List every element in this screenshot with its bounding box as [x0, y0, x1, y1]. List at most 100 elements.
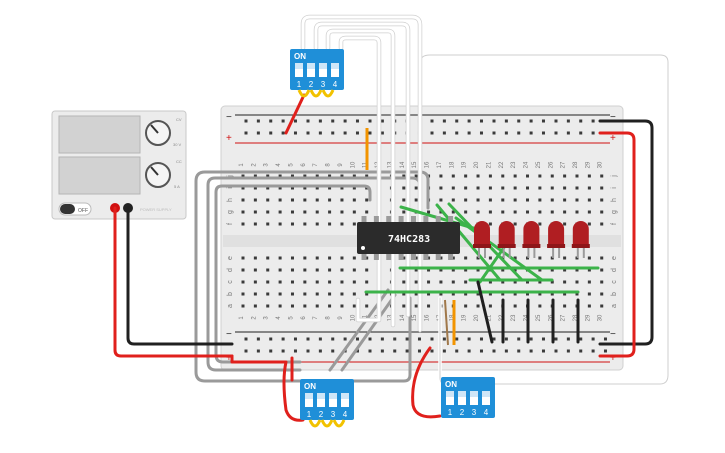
- breadboard-hole: [464, 256, 468, 260]
- dip-toggle[interactable]: [295, 63, 303, 77]
- column-label-top: 13: [387, 161, 393, 168]
- rail-hole: [368, 131, 372, 135]
- breadboard-hole: [365, 198, 369, 202]
- rail-hole: [517, 337, 521, 341]
- rail-hole: [554, 131, 558, 135]
- breadboard-hole: [464, 210, 468, 214]
- breadboard-hole: [550, 292, 554, 296]
- breadboard-hole: [352, 174, 356, 178]
- breadboard-hole: [266, 280, 270, 284]
- dip-toggle[interactable]: [319, 63, 327, 77]
- breadboard-hole: [526, 198, 530, 202]
- breadboard-hole: [315, 222, 319, 226]
- row-label-left: d: [227, 268, 234, 272]
- rail-hole: [603, 349, 607, 353]
- breadboard-hole: [513, 186, 517, 190]
- rail-hole: [455, 131, 459, 135]
- breadboard-hole: [439, 174, 443, 178]
- column-label-top: 25: [536, 161, 542, 168]
- breadboard-hole: [253, 280, 257, 284]
- breadboard-hole: [315, 280, 319, 284]
- breadboard-hole: [513, 292, 517, 296]
- rail-hole: [467, 131, 471, 135]
- ic-74hc283[interactable]: 74HC283: [357, 216, 460, 260]
- rail-hole: [343, 119, 347, 123]
- breadboard-hole: [476, 186, 480, 190]
- rail-hole: [554, 349, 558, 353]
- dip-toggle[interactable]: [341, 393, 349, 407]
- breadboard-hole: [241, 210, 245, 214]
- dip-toggle[interactable]: [305, 393, 313, 407]
- breadboard-hole: [365, 280, 369, 284]
- breadboard-hole: [464, 292, 468, 296]
- rail-hole: [293, 337, 297, 341]
- rail-hole: [355, 349, 359, 353]
- breadboard-hole: [402, 210, 406, 214]
- dip-toggle[interactable]: [470, 391, 478, 405]
- rail-hole: [393, 349, 397, 353]
- row-label-right: a: [611, 304, 618, 308]
- rail-hole: [318, 119, 322, 123]
- dip-toggle[interactable]: [458, 391, 466, 405]
- breadboard-hole: [587, 304, 591, 308]
- pull-resistor: [332, 419, 346, 428]
- rail-hole: [355, 131, 359, 135]
- breadboard-hole: [315, 304, 319, 308]
- dip-toggle[interactable]: [331, 63, 339, 77]
- breadboard-hole: [600, 198, 604, 202]
- breadboard-hole: [402, 256, 406, 260]
- ic-pin: [361, 252, 367, 260]
- leds: [473, 221, 590, 258]
- breadboard-hole: [575, 268, 579, 272]
- breadboard-hole: [451, 292, 455, 296]
- breadboard-hole: [538, 186, 542, 190]
- dip-toggle[interactable]: [329, 393, 337, 407]
- breadboard-hole: [266, 174, 270, 178]
- breadboard-hole: [427, 210, 431, 214]
- breadboard-hole: [451, 256, 455, 260]
- ic-pin: [398, 216, 404, 224]
- row-label-left: j: [227, 175, 234, 178]
- dip-number: 3: [331, 410, 336, 419]
- breadboard-hole: [526, 292, 530, 296]
- breadboard-hole: [402, 292, 406, 296]
- breadboard-hole: [365, 268, 369, 272]
- rail-hole: [566, 349, 570, 353]
- column-label-top: 2: [251, 163, 257, 167]
- breadboard-hole: [328, 304, 332, 308]
- breadboard-hole: [241, 186, 245, 190]
- rail-hole: [504, 119, 508, 123]
- rail-hole: [380, 131, 384, 135]
- dip-toggle[interactable]: [482, 391, 490, 405]
- rail-hole: [579, 337, 583, 341]
- breadboard-hole: [464, 198, 468, 202]
- breadboard-hole: [451, 198, 455, 202]
- breadboard-hole: [290, 304, 294, 308]
- rail-hole: [331, 349, 335, 353]
- dip-toggle[interactable]: [307, 63, 315, 77]
- breadboard-hole: [290, 256, 294, 260]
- rail-hole: [529, 349, 533, 353]
- breadboard-hole: [241, 198, 245, 202]
- breadboard-hole: [513, 304, 517, 308]
- breadboard-hole: [241, 268, 245, 272]
- rail-hole: [417, 337, 421, 341]
- rail-hole: [430, 349, 434, 353]
- breadboard-hole: [600, 280, 604, 284]
- breadboard-hole: [402, 198, 406, 202]
- breadboard-hole: [340, 280, 344, 284]
- red-rail-bridge: [598, 131, 636, 358]
- rail-hole: [467, 337, 471, 341]
- rail-hole: [504, 337, 508, 341]
- dip-toggle[interactable]: [317, 393, 325, 407]
- breadboard-hole: [414, 174, 418, 178]
- column-label-bottom: 5: [288, 316, 294, 320]
- breadboard-hole: [414, 280, 418, 284]
- dip-toggle[interactable]: [446, 391, 454, 405]
- breadboard-hole: [303, 292, 307, 296]
- dip-on-label: ON: [304, 382, 316, 391]
- rail-plus-label-bl: +: [226, 353, 232, 364]
